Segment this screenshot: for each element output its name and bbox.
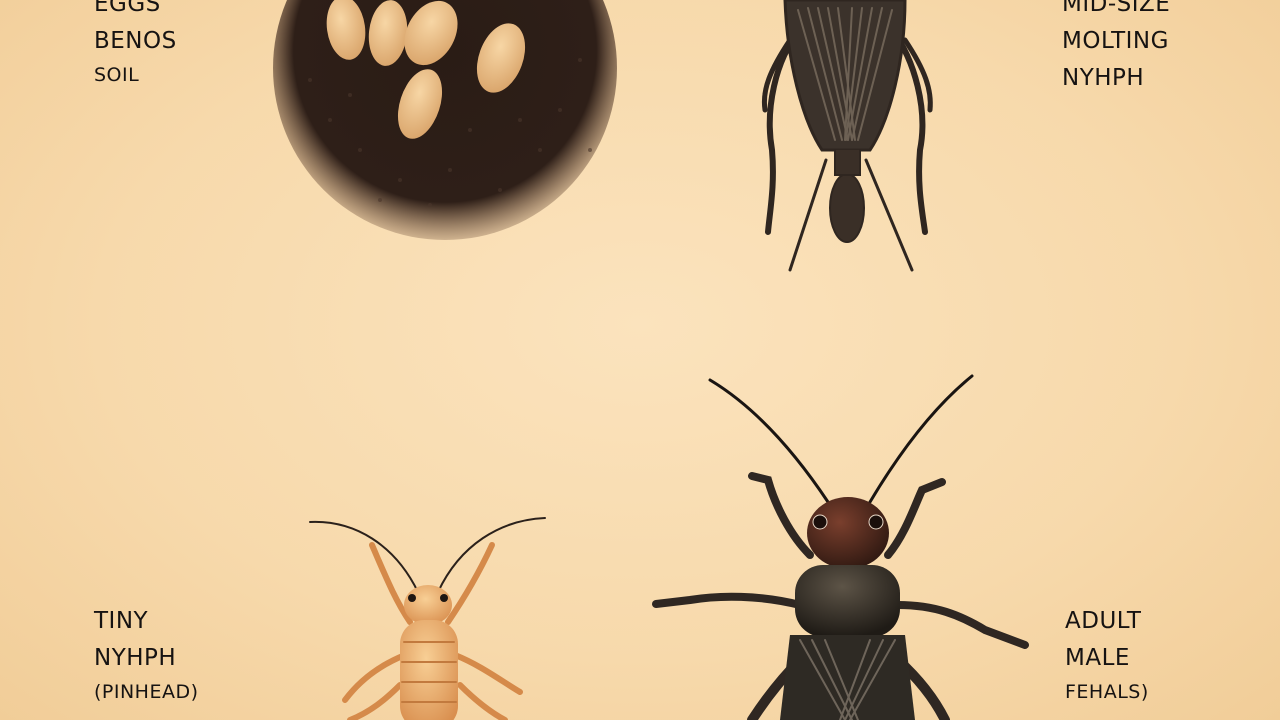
label-tiny-line2: NYHPH [94,644,177,671]
label-mid-line1: MID-SIZE [1062,0,1171,17]
label-mid-line3: NYHPH [1062,64,1145,91]
label-tiny-nymph: TINY NYHPH (PINHEAD) [94,603,199,707]
soil-egg-cluster [273,0,617,240]
label-eggs: EGGS BENOS SOIL [94,0,177,90]
label-mid-size-nymph: MID-SIZE MOLTING NYHPH [1062,0,1170,96]
label-eggs-line3: SOIL [94,63,140,86]
label-eggs-line2: BENOS [94,27,177,54]
label-mid-line2: MOLTING [1062,27,1169,54]
label-adult-line1: ADULT [1065,608,1142,634]
egg [397,69,443,139]
label-tiny-line1: TINY [94,608,149,634]
adult-cricket [652,374,1029,720]
egg [404,0,458,66]
egg [476,23,526,93]
tiny-nymph [309,517,546,720]
label-eggs-line1: EGGS [94,0,161,17]
egg [326,0,366,60]
label-tiny-line3: (PINHEAD) [94,680,199,703]
label-adult-line2: MALE [1065,644,1130,671]
mid-size-nymph [761,0,933,272]
label-adult: ADULT MALE FEHALS) [1065,603,1149,707]
label-adult-line3: FEHALS) [1065,680,1149,703]
egg [368,0,408,66]
